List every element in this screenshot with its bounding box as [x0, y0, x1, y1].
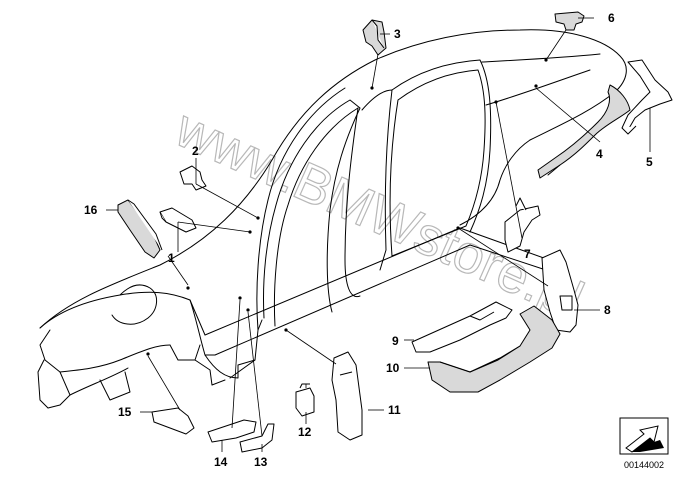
part-2-clip — [179, 165, 207, 191]
orientation-icon — [619, 417, 669, 455]
callout-13: 13 — [254, 455, 268, 469]
callout-labels: 1 2 3 4 5 6 7 8 9 10 11 12 13 14 15 16 — [84, 11, 653, 469]
callout-5: 5 — [646, 155, 653, 169]
callout-15: 15 — [118, 405, 132, 419]
callout-7: 7 — [524, 247, 531, 261]
callout-6: 6 — [608, 11, 615, 25]
part-5-strip — [621, 59, 673, 135]
callout-12: 12 — [298, 425, 312, 439]
callout-1: 1 — [168, 251, 175, 265]
part-1-bracket — [159, 207, 197, 233]
part-6-clip — [554, 11, 585, 31]
part-7-bracket — [504, 197, 541, 253]
leader-lines — [106, 17, 651, 452]
callout-4: 4 — [596, 147, 603, 161]
callout-8: 8 — [604, 303, 611, 317]
callout-2: 2 — [192, 144, 199, 158]
body-side-frame — [37, 29, 627, 409]
part-11-panel — [331, 351, 363, 441]
callout-10: 10 — [386, 361, 400, 375]
part-9-bracket — [411, 301, 513, 353]
part-8-panel — [541, 249, 579, 333]
part-3-bracket — [362, 19, 387, 56]
callout-9: 9 — [392, 334, 399, 348]
part-12-block — [295, 383, 315, 417]
part-4-seal — [537, 84, 631, 179]
callout-11: 11 — [388, 403, 401, 417]
diagram-code: 00144002 — [624, 460, 664, 470]
part-15-bar — [151, 407, 195, 435]
callout-16: 16 — [84, 203, 98, 217]
part-13-bracket — [239, 423, 275, 453]
callout-14: 14 — [214, 455, 228, 469]
part-10-sill — [427, 305, 561, 393]
part-14-strip — [207, 419, 257, 443]
callout-3: 3 — [394, 27, 401, 41]
part-16-rail — [117, 199, 163, 259]
